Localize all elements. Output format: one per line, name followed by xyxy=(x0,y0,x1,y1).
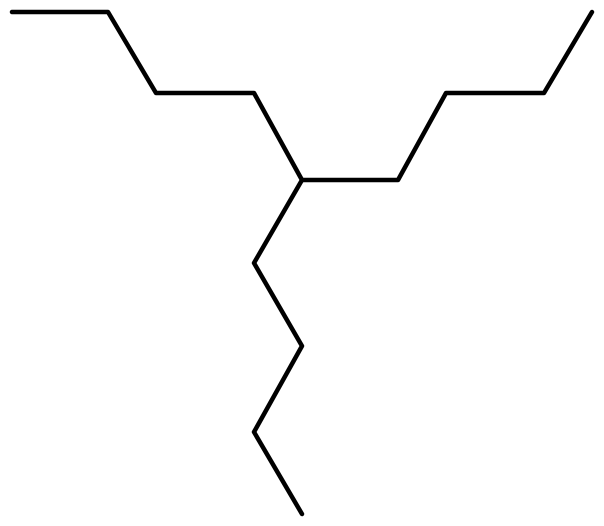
bond-chain-bottom xyxy=(251,177,305,517)
bond-chain-right xyxy=(299,9,595,183)
bond-chain-left xyxy=(9,9,305,183)
bond-chain-right-path xyxy=(299,9,595,183)
bond-chain-bottom-path xyxy=(251,177,305,517)
bond-chain-left-path xyxy=(9,9,305,183)
